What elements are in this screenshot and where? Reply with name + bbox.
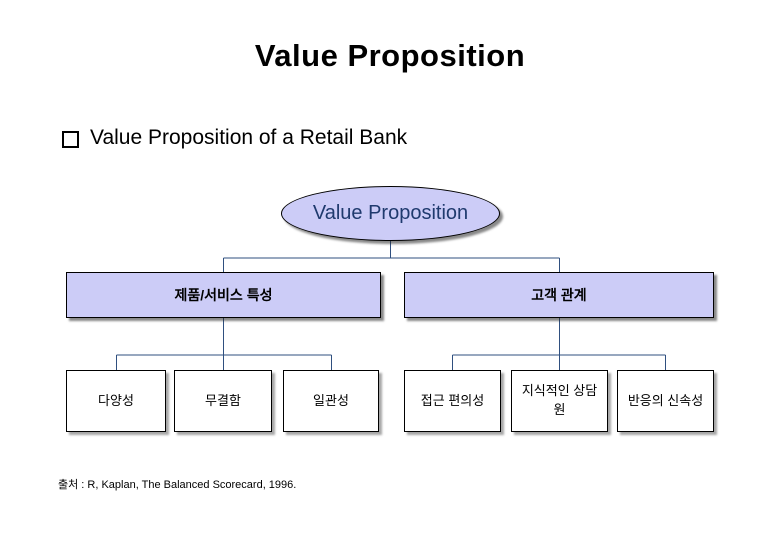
bullet-line: Value Proposition of a Retail Bank bbox=[62, 126, 407, 150]
leaf-node-label: 접근 편의성 bbox=[420, 392, 485, 408]
hollow-square-bullet-icon bbox=[62, 130, 79, 148]
leaf-node[interactable]: 접근 편의성 bbox=[404, 370, 501, 432]
bullet-text: Value Proposition of a Retail Bank bbox=[90, 126, 408, 149]
leaf-node[interactable]: 반응의 신속성 bbox=[617, 370, 714, 432]
root-node[interactable]: Value Proposition bbox=[281, 186, 500, 241]
leaf-node[interactable]: 일관성 bbox=[283, 370, 379, 432]
branch-node-product-service[interactable]: 제품/서비스 특성 bbox=[66, 272, 381, 318]
leaf-node[interactable]: 다양성 bbox=[66, 370, 166, 432]
leaf-node-label: 일관성 bbox=[313, 392, 349, 408]
leaf-node-label: 다양성 bbox=[98, 392, 134, 408]
leaf-node[interactable]: 지식적인 상담원 bbox=[511, 370, 608, 432]
source-note: 출처 : R, Kaplan, The Balanced Scorecard, … bbox=[58, 479, 297, 491]
leaf-node-label: 반응의 신속성 bbox=[627, 392, 704, 408]
branch-node-label: 고객 관계 bbox=[531, 287, 587, 303]
root-node-label: Value Proposition bbox=[312, 202, 469, 224]
leaf-node-label: 지식적인 상담원 bbox=[521, 383, 598, 417]
leaf-node-label: 무결함 bbox=[205, 392, 241, 408]
branch-node-label: 제품/서비스 특성 bbox=[174, 287, 273, 303]
page-title: Value Proposition bbox=[254, 38, 526, 73]
branch-node-customer-relationship[interactable]: 고객 관계 bbox=[404, 272, 714, 318]
leaf-node[interactable]: 무결함 bbox=[174, 370, 272, 432]
